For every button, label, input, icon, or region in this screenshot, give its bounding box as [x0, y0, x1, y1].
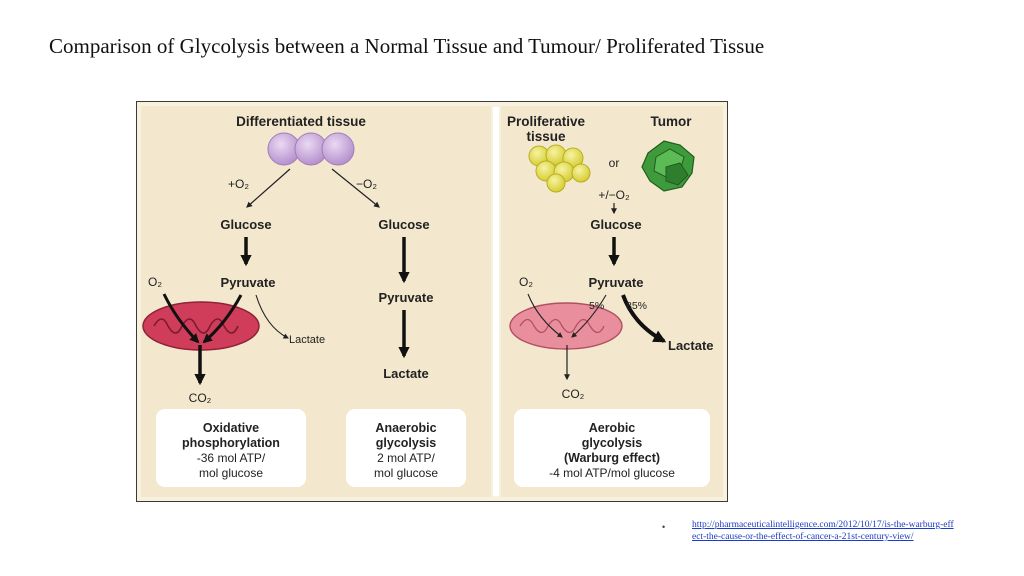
left-glucose-label: Glucose	[220, 217, 271, 232]
slide-title: Comparison of Glycolysis between a Norma…	[49, 34, 765, 58]
plus-o2-label: +O₂	[228, 177, 249, 191]
o2-into-mitochondrion-arrow	[162, 293, 200, 344]
oxphos-line4: mol glucose	[199, 466, 263, 480]
tumor-pyruvate-label: Pyruvate	[589, 275, 644, 290]
tumor-pyruvate-mito-arrow	[571, 294, 607, 338]
tumor-heading: Tumor	[651, 114, 693, 129]
pale-mitochondrion-icon	[509, 302, 623, 350]
right-branch-glucose-label: Glucose	[378, 217, 429, 232]
oxphos-line2: phosphorylation	[182, 436, 280, 450]
warburg-effect-box	[514, 409, 710, 487]
source-link[interactable]: http://pharmaceuticalintelligence.com/20…	[692, 520, 954, 542]
oxphos-line1: Oxidative	[203, 421, 259, 435]
tumor-glucose-label: Glucose	[590, 217, 641, 232]
oxidative-phosphorylation-box	[156, 409, 306, 487]
anaerobic-line4: mol glucose	[374, 466, 438, 480]
proliferative-cells-icon	[528, 144, 591, 193]
warburg-line3: (Warburg effect)	[564, 451, 660, 465]
oxphos-line3: -36 mol ATP/	[197, 451, 266, 465]
mitochondrion-icon	[142, 301, 260, 351]
anaerobic-line1: Anaerobic	[375, 421, 436, 435]
left-co2-label: CO₂	[189, 391, 212, 405]
proliferative-heading-line1: Proliferative	[507, 114, 586, 129]
source-bullet: •	[662, 522, 666, 532]
pyruvate-to-lactate-major-arrow	[621, 294, 667, 343]
pyruvate-to-lactate-arrow	[255, 294, 289, 339]
tumor-o2-label: O₂	[519, 275, 533, 289]
five-percent-label: 5%	[589, 300, 604, 312]
plus-o2-arrow	[246, 168, 291, 208]
tumor-co2-label: CO₂	[562, 387, 585, 401]
differentiated-cells-icon	[267, 132, 355, 166]
pyruvate-into-mitochondrion-arrow	[202, 294, 243, 344]
proliferative-heading-line2: tissue	[526, 129, 566, 144]
left-lactate-small-label: Lactate	[289, 334, 325, 346]
anaerobic-lactate-label: Lactate	[383, 366, 429, 381]
minus-o2-label: −O₂	[356, 177, 377, 191]
tumor-cells-icon	[641, 140, 695, 192]
or-label: or	[609, 156, 620, 170]
anaerobic-line3: 2 mol ATP/	[377, 451, 435, 465]
eighty-five-percent-label: 85%	[626, 300, 647, 312]
warburg-line1: Aerobic	[589, 421, 636, 435]
left-pyruvate-label: Pyruvate	[221, 275, 276, 290]
glycolysis-diagram-svg: Differentiated tissue +O₂ −O₂ Glucose Py…	[136, 101, 728, 502]
warburg-line4: -4 mol ATP/mol glucose	[549, 466, 675, 480]
left-o2-label: O₂	[148, 275, 162, 289]
anaerobic-glycolysis-box	[346, 409, 466, 487]
plus-minus-o2-label: +/−O₂	[598, 188, 630, 202]
tumor-lactate-label: Lactate	[668, 338, 714, 353]
minus-o2-arrow	[331, 168, 380, 208]
glycolysis-diagram: Differentiated tissue +O₂ −O₂ Glucose Py…	[136, 101, 728, 502]
tumor-o2-arrow	[527, 293, 563, 338]
differentiated-tissue-heading: Differentiated tissue	[236, 114, 366, 129]
anaerobic-pyruvate-label: Pyruvate	[379, 290, 434, 305]
anaerobic-line2: glycolysis	[376, 436, 436, 450]
warburg-line2: glycolysis	[582, 436, 642, 450]
